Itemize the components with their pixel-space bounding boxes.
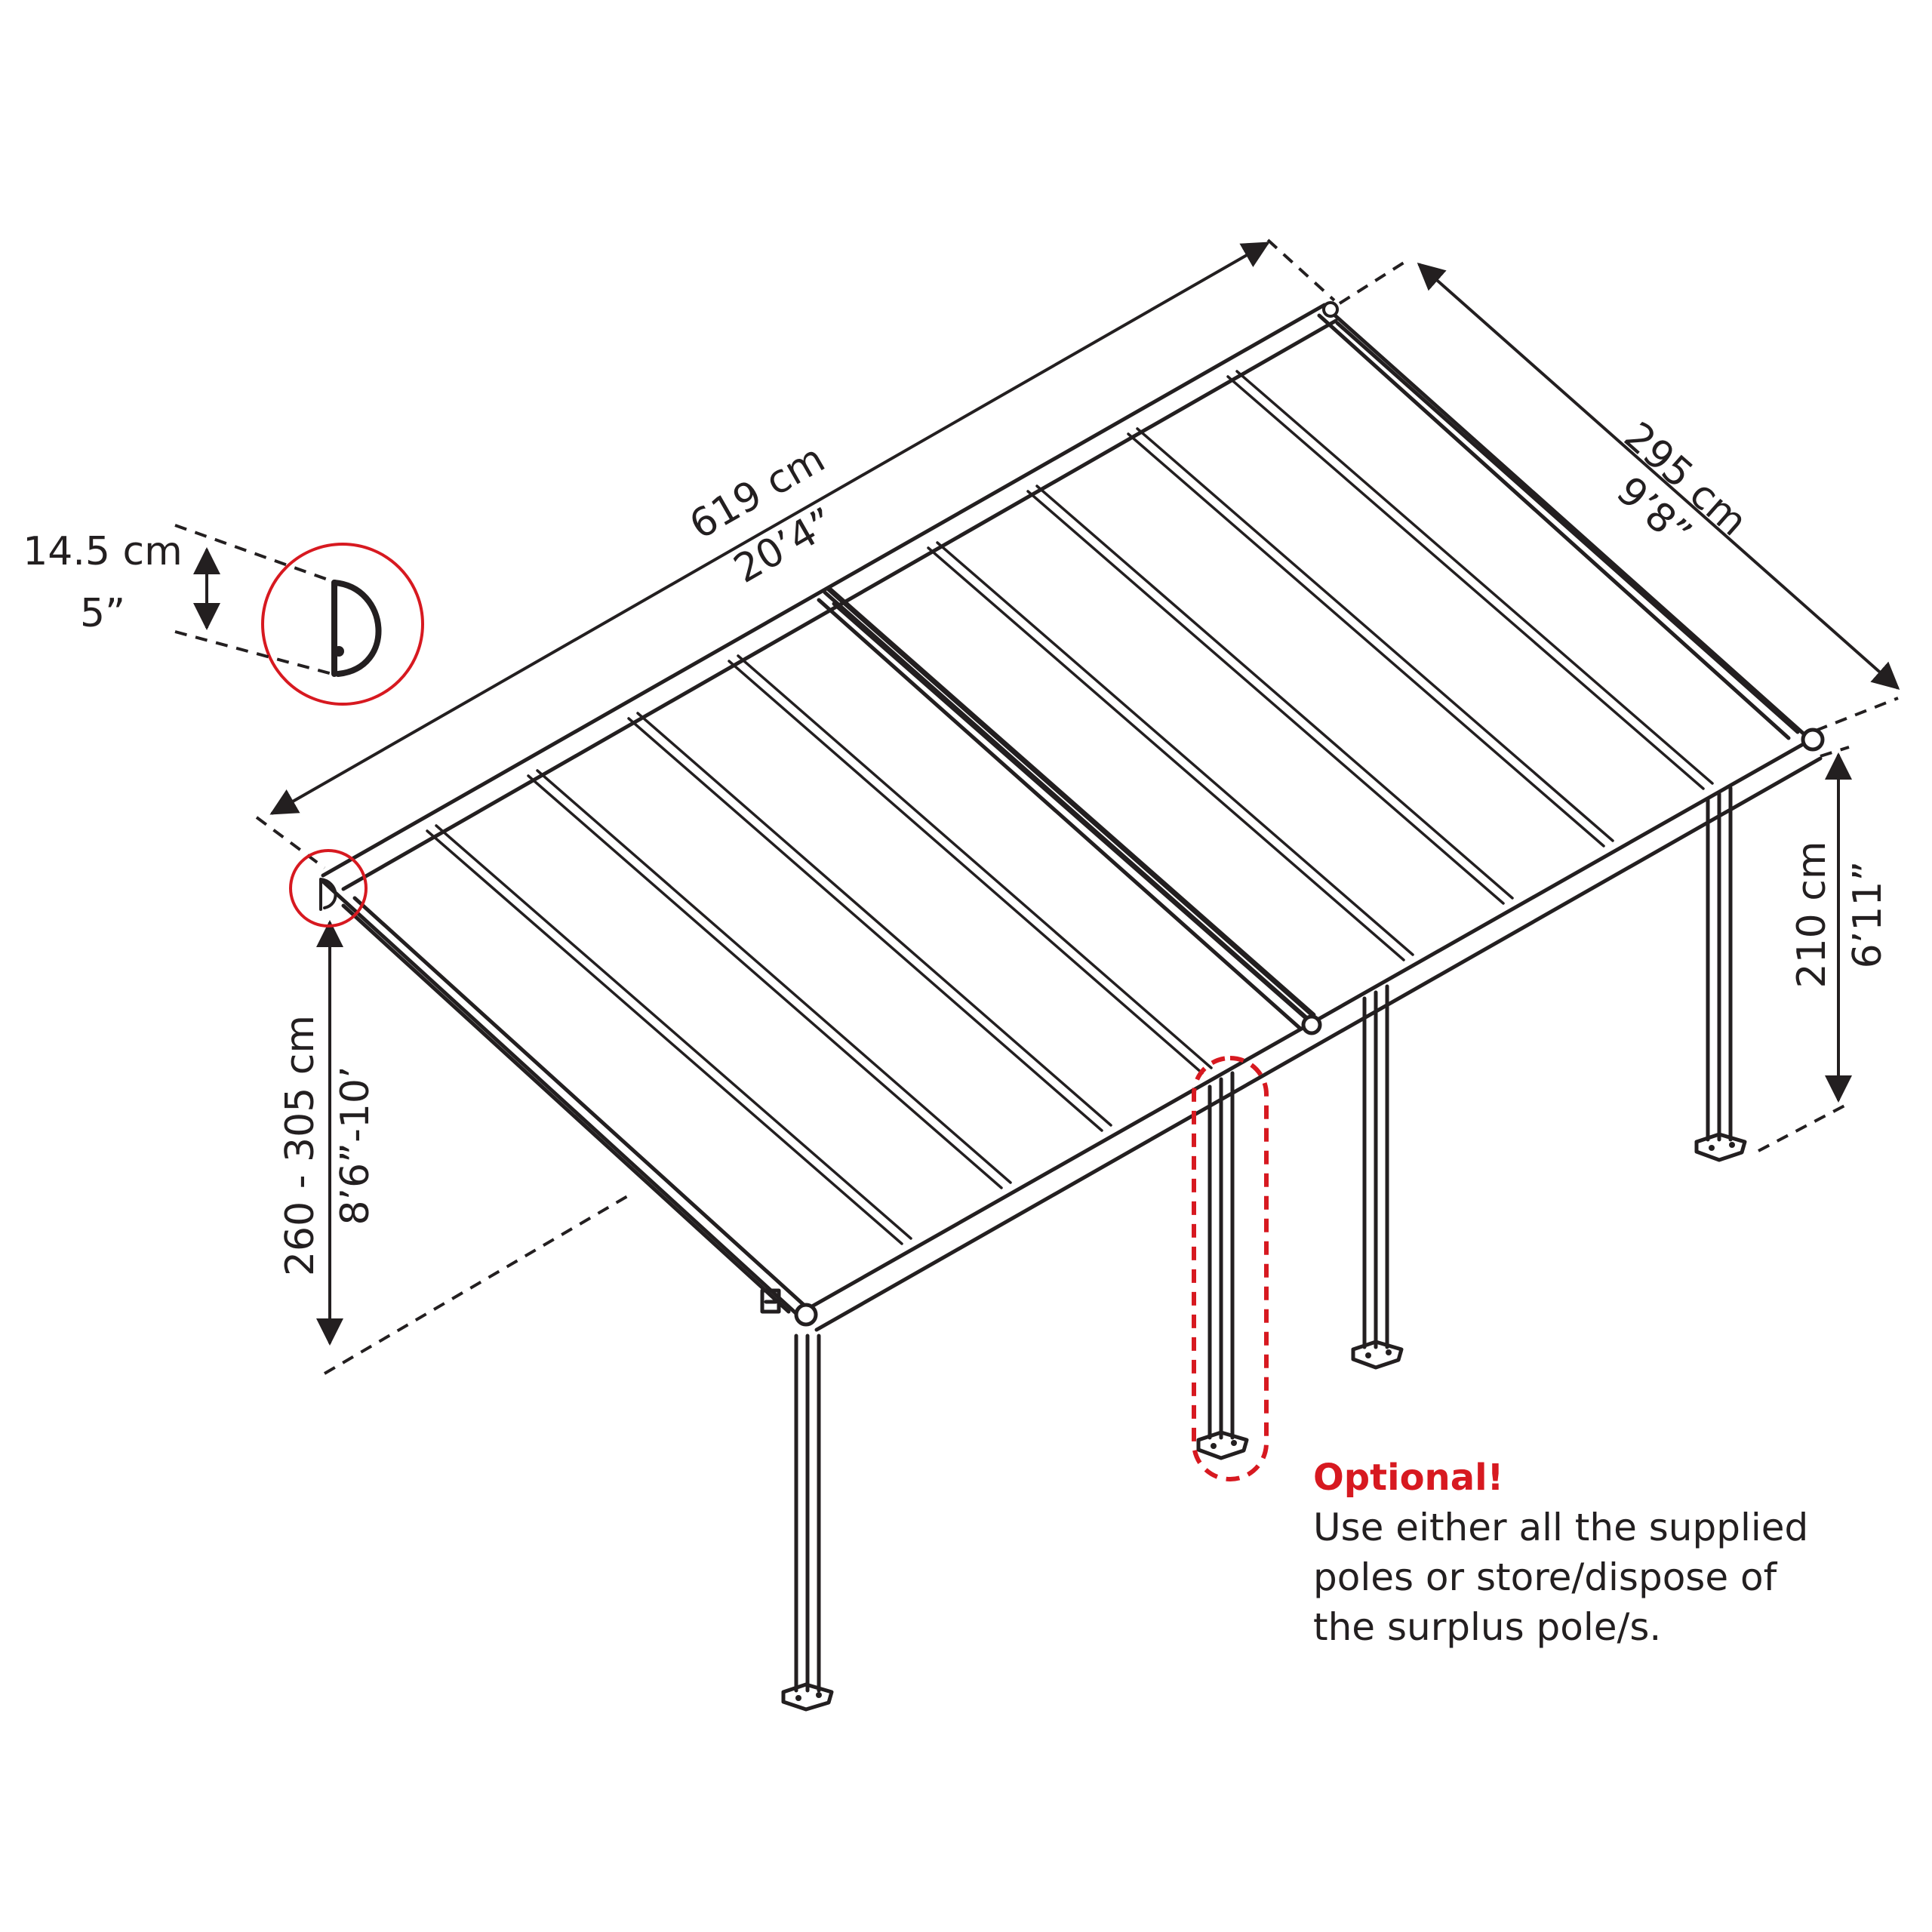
pole-front-right	[1694, 786, 1747, 1162]
rear-height-imperial-label: 8’6”-10’	[333, 1066, 378, 1225]
front-height-imperial-label: 6’11”	[1845, 861, 1890, 969]
left-side-rafter	[321, 879, 814, 1319]
optional-note: Optional! Use either all the supplied po…	[1313, 1453, 1808, 1652]
note-title: Optional!	[1313, 1457, 1504, 1499]
note-line-1: Use either all the supplied	[1313, 1506, 1809, 1549]
end-cap-middle	[1301, 1014, 1322, 1035]
optional-pole-highlight	[1192, 1056, 1269, 1481]
profile-callout-large: 14.5 cm 5”	[23, 524, 424, 706]
width-dimension: 295 cm 9’8”	[1338, 257, 1900, 732]
front-height-metric-label: 210 cm	[1789, 841, 1835, 988]
profile-metric-label: 14.5 cm	[23, 529, 183, 574]
profile-imperial-label: 5”	[80, 591, 125, 636]
pole-middle	[1351, 984, 1404, 1370]
wall-bracket	[760, 1288, 781, 1314]
pole-front-left	[781, 1334, 834, 1712]
rear-height-metric-label: 260 - 305 cm	[278, 1015, 323, 1276]
note-line-2: poles or store/dispose of	[1313, 1555, 1777, 1599]
front-height-dimension: 210 cm 6’11”	[1758, 746, 1890, 1152]
note-line-3: the surplus pole/s.	[1313, 1605, 1662, 1649]
length-dimension: 619 cm 20’4”	[255, 238, 1336, 869]
end-cap-back-right	[1322, 301, 1339, 318]
end-cap-front-left	[794, 1303, 818, 1327]
profile-callout-small	[289, 849, 368, 928]
rear-height-dimension: 260 - 305 cm 8’6”-10’	[278, 920, 635, 1375]
pole-optional	[1196, 1071, 1249, 1460]
end-cap-front-right	[1801, 728, 1825, 752]
